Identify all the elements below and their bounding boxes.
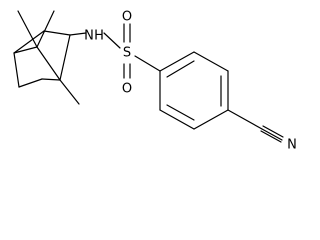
bond-c5-c6: [18, 78, 43, 88]
atom-label-nh-h: H: [94, 29, 104, 44]
bond-c2-c3: [43, 30, 71, 36]
bond-c2-n: [69, 32, 87, 36]
bond-ar1-ar2: [159, 51, 195, 72]
nitrile-group: [227, 109, 284, 143]
bond-c1-c2: [59, 34, 71, 81]
atom-label-nh-n: N: [84, 29, 94, 44]
bond-c7-c1: [36, 46, 61, 81]
bond-c7-methyl-a: [17, 10, 38, 48]
bond-c3-c4: [13, 30, 45, 54]
sulfonamide-group: [69, 23, 161, 79]
bond-ar-cn: [227, 109, 263, 130]
bond-c4-c7: [13, 46, 38, 54]
bond-c-n-triple-a: [262, 125, 284, 138]
atom-label-sulfur: S: [123, 46, 131, 61]
bond-c4-c5: [13, 52, 20, 88]
bond-ar5-ar6: [159, 109, 195, 130]
bond-ar-inner-1: [166, 60, 195, 78]
bond-c6-c1: [41, 78, 61, 81]
bicyclic-ring: [13, 10, 80, 105]
bond-n-s: [103, 32, 121, 49]
atom-label-oxygen-top: O: [122, 10, 132, 25]
bond-c1-methyl: [59, 79, 80, 105]
bond-ar4-ar5: [193, 109, 229, 130]
benzene-ring: [159, 51, 229, 130]
bond-c-n-triple-c: [261, 128, 283, 141]
bond-c7-methyl-b: [36, 10, 55, 48]
chemical-structure: N H S O O N: [13, 10, 297, 153]
bond-s-aryl: [134, 55, 161, 72]
atom-label-nitrogen-nitrile: N: [287, 138, 297, 153]
atom-label-oxygen-bottom: O: [122, 82, 132, 97]
bond-ar-inner-3: [166, 104, 195, 121]
bond-c-n-triple-b: [260, 130, 282, 143]
bond-ar2-ar3: [193, 51, 229, 72]
